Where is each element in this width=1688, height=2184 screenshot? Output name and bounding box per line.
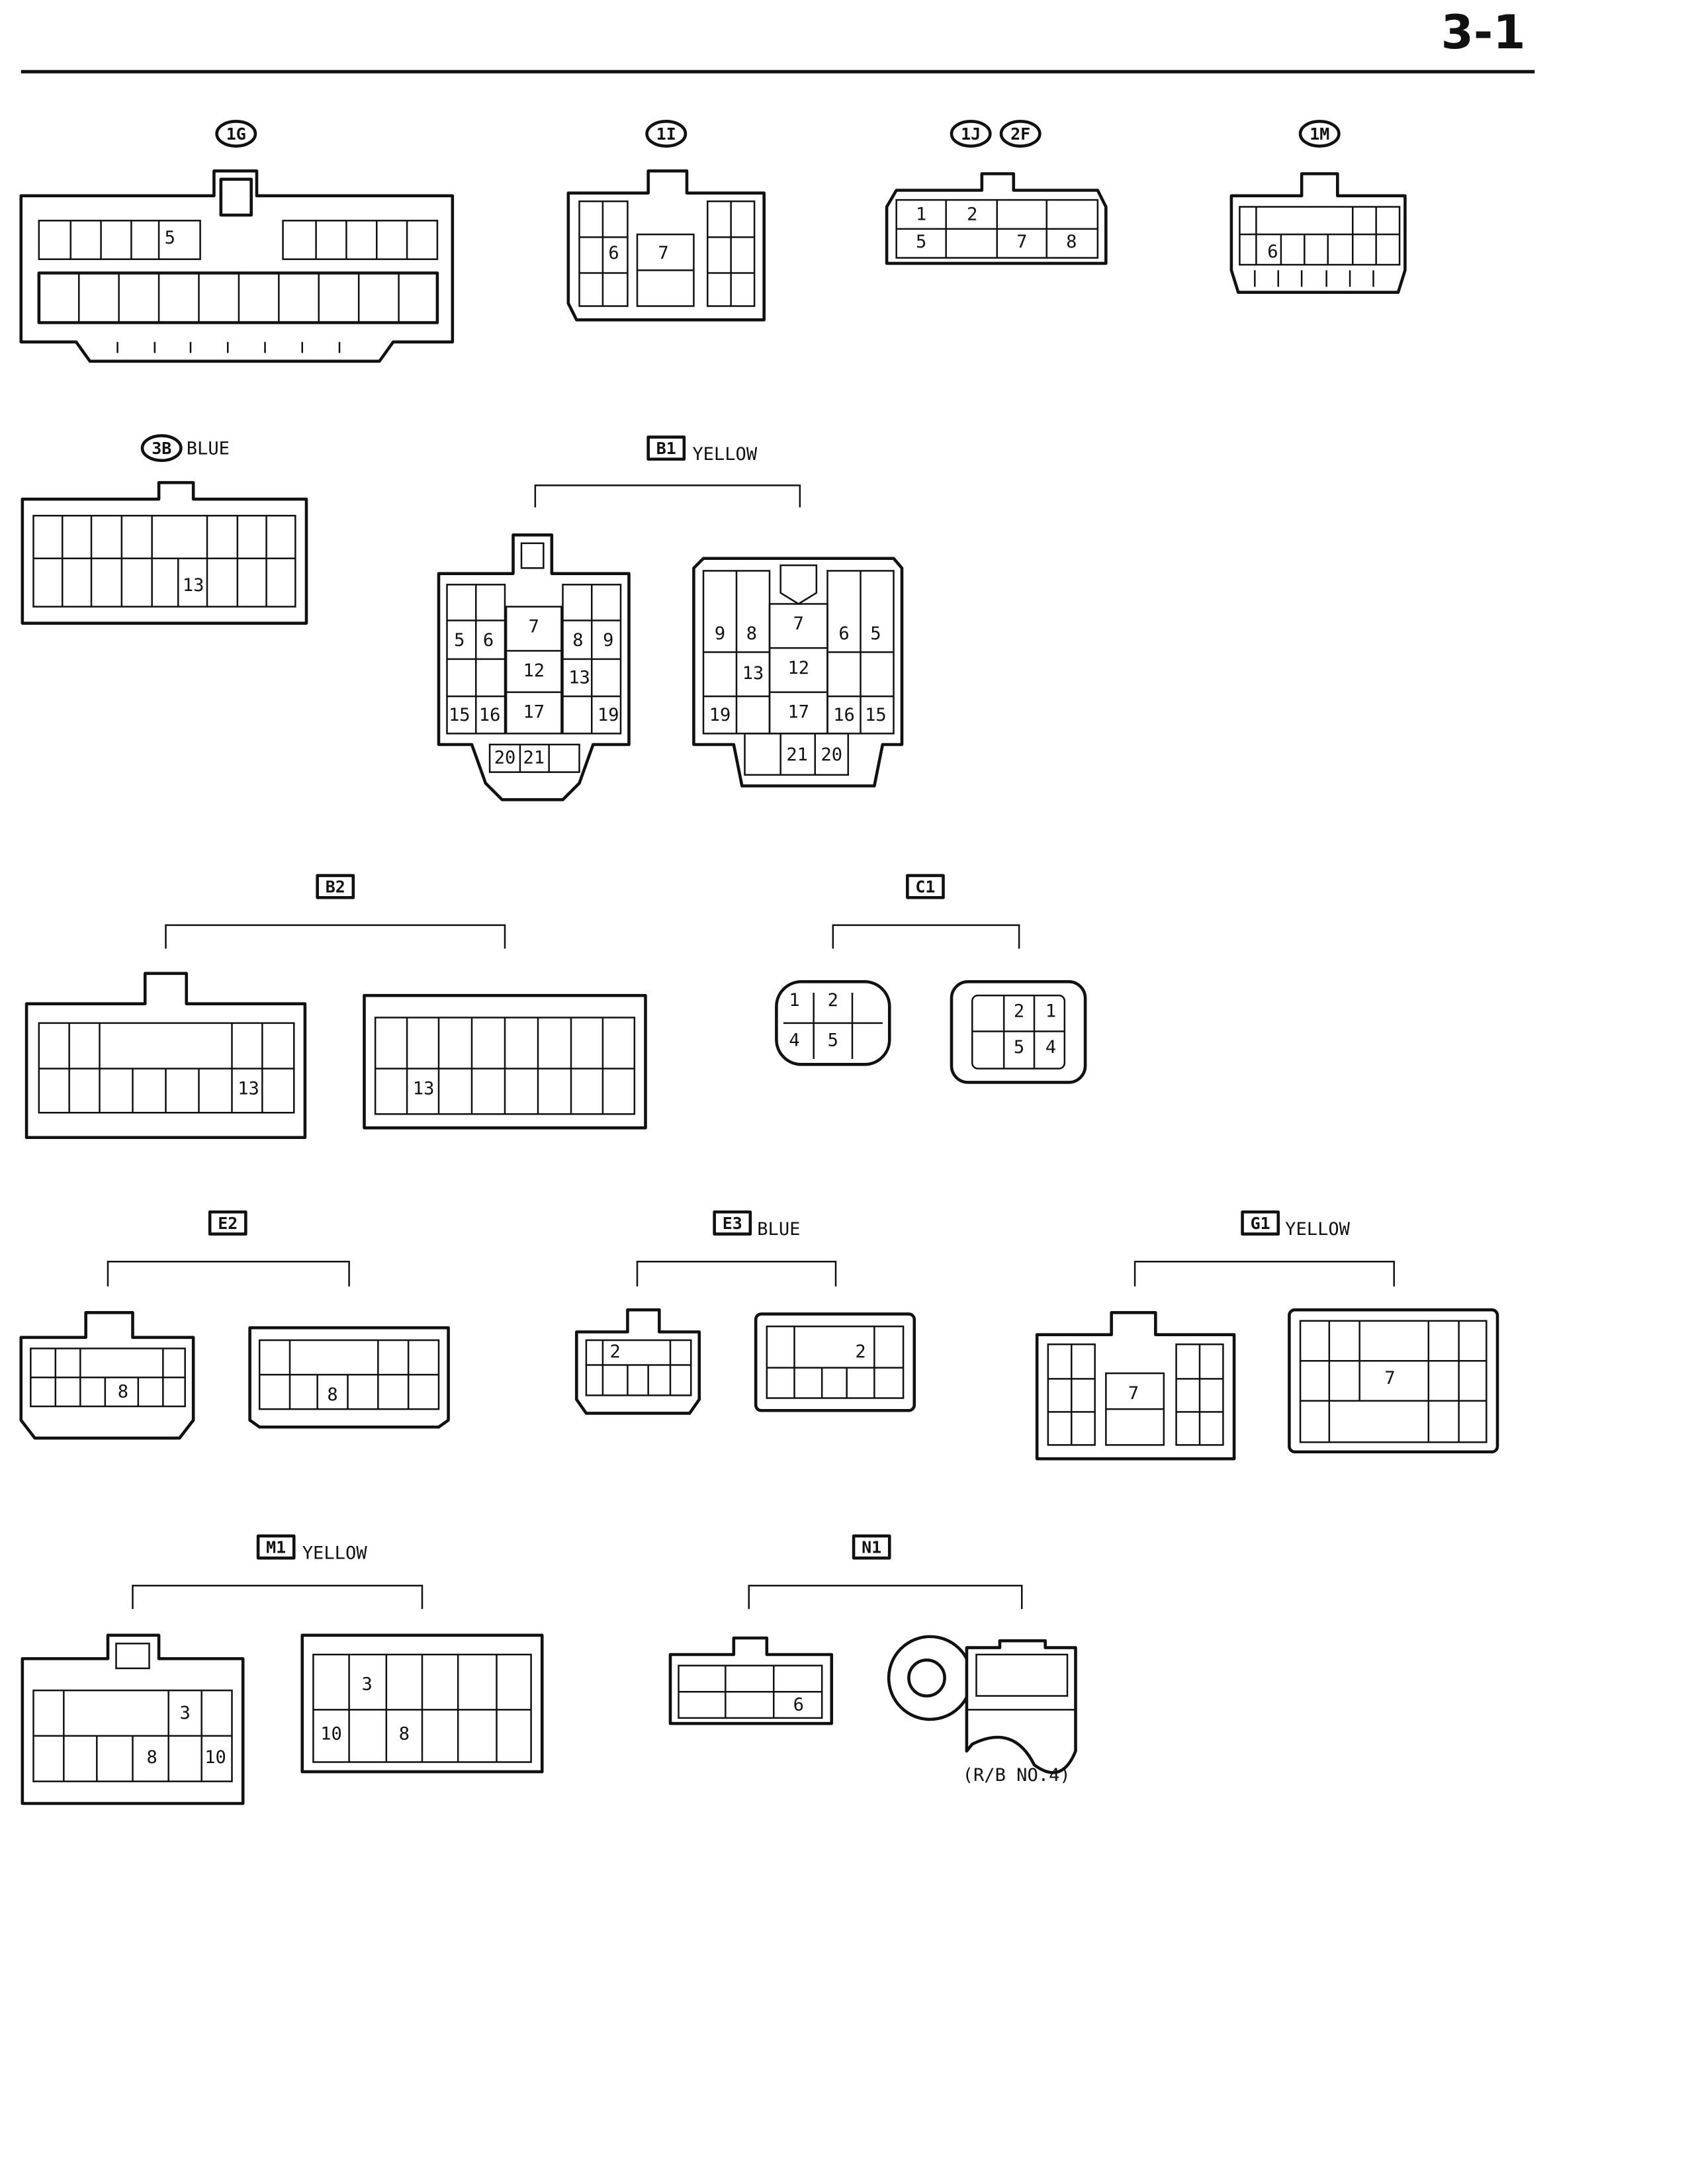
connector-code: C1 (915, 878, 935, 897)
pin-label: 1 (789, 990, 799, 1011)
page-number: 3-1 (1441, 5, 1526, 60)
connector-G1: G1 YELLOW 7 7 (1035, 1210, 1499, 1461)
pin-label: 9 (715, 623, 725, 644)
pin-label: 7 (529, 616, 539, 637)
pin-label: 13 (238, 1078, 259, 1099)
pin-label: 13 (183, 575, 204, 596)
pin-label: 4 (1045, 1037, 1056, 1058)
pin-label: 8 (327, 1385, 337, 1405)
connector-1G: 1G 5 (19, 120, 455, 363)
connector-code: E2 (218, 1214, 238, 1233)
pin-label: 2 (1014, 1001, 1024, 1022)
connector-code: 1I (656, 124, 676, 144)
connector-E2: E2 8 8 (19, 1210, 450, 1440)
pin-label: 17 (523, 702, 545, 723)
pin-label: 8 (572, 630, 583, 651)
pin-label: 16 (833, 705, 855, 725)
pin-label: 17 (787, 702, 809, 723)
connector-N1: N1 6 (R/B NO.4) (668, 1534, 1077, 1786)
connector-1M: 1M 6 (1229, 120, 1407, 294)
wire-color-label: YELLOW (1285, 1219, 1351, 1240)
connector-E3: E3 BLUE 2 2 (575, 1210, 916, 1415)
connector-code: B2 (326, 878, 345, 897)
pin-label: 13 (742, 663, 764, 684)
pin-label: 7 (658, 243, 668, 263)
pin-label: 7 (1016, 232, 1027, 252)
connector-1J-2F: 1J 2F 1 2 5 7 8 (885, 120, 1108, 265)
pin-label: 7 (1384, 1368, 1395, 1388)
connector-code: 1J (961, 124, 981, 144)
pin-label: 6 (483, 630, 494, 651)
connector-code: G1 (1251, 1214, 1270, 1233)
pin-label: 4 (789, 1030, 799, 1050)
connector-B2: B2 13 13 (24, 874, 647, 1140)
connector-code: 1M (1310, 124, 1329, 144)
pin-label: 19 (709, 705, 731, 725)
pin-label: 2 (610, 1342, 621, 1362)
pin-label: 9 (603, 630, 613, 651)
connector-code: E3 (723, 1214, 742, 1233)
pin-label: 6 (838, 623, 849, 644)
pin-label: 21 (523, 747, 545, 768)
pin-label: 2 (855, 1342, 866, 1362)
connector-3B: 3B BLUE 13 (21, 434, 308, 625)
pin-label: 8 (1066, 232, 1077, 252)
wire-color-label: YELLOW (692, 444, 758, 465)
pin-label: 6 (1267, 242, 1278, 262)
pin-label: 5 (1014, 1037, 1024, 1058)
pin-label: 6 (608, 243, 619, 263)
pin-label: 10 (320, 1723, 342, 1744)
pin-label: 1 (916, 205, 926, 225)
connector-code: 3B (152, 439, 171, 458)
connector-code: B1 (656, 439, 676, 458)
pin-label: 21 (786, 745, 808, 765)
pin-label: 19 (598, 705, 619, 725)
pin-label: 13 (568, 668, 590, 688)
connector-M1: M1 YELLOW 3 8 10 3 10 8 (21, 1534, 544, 1805)
connector-code: M1 (266, 1538, 286, 1557)
connector-1I: 1I 6 7 (566, 120, 766, 322)
pin-label: 7 (1128, 1383, 1139, 1404)
connector-code: 2F (1010, 124, 1030, 144)
pin-label: 3 (362, 1674, 373, 1694)
pin-label: 8 (399, 1723, 410, 1744)
pin-label: 13 (413, 1078, 435, 1099)
pin-label: 12 (523, 660, 545, 681)
pin-label: 7 (793, 614, 804, 634)
pin-label: 20 (821, 745, 842, 765)
wire-color-label: BLUE (187, 439, 230, 459)
connector-code: 1G (226, 124, 246, 144)
pin-label: 2 (828, 990, 838, 1011)
pin-label: 12 (787, 658, 809, 678)
pin-label: 6 (793, 1695, 804, 1715)
pin-label: 1 (1045, 1001, 1056, 1022)
pin-label: 5 (916, 232, 926, 252)
pin-label: 3 (180, 1703, 191, 1723)
pin-label: 10 (204, 1747, 226, 1768)
pin-label: 5 (454, 630, 465, 651)
connector-B1: B1 YELLOW 5 6 7 8 9 12 13 15 16 17 19 20… (437, 435, 904, 801)
relay-block-caption: (R/B NO.4) (963, 1765, 1071, 1786)
pin-label: 16 (479, 705, 501, 725)
pin-label: 5 (870, 623, 881, 644)
pin-label: 20 (494, 747, 516, 768)
pin-label: 8 (118, 1382, 128, 1402)
connector-code: N1 (862, 1538, 881, 1557)
pin-label: 15 (449, 705, 470, 725)
pin-label: 5 (165, 228, 175, 248)
pin-label: 2 (967, 205, 977, 225)
pin-label: 5 (828, 1030, 838, 1050)
wire-color-label: BLUE (757, 1219, 800, 1240)
connector-C1: C1 1 2 4 5 2 1 5 4 (775, 874, 1087, 1084)
pin-label: 8 (746, 623, 757, 644)
wire-color-label: YELLOW (302, 1543, 368, 1563)
pin-label: 8 (147, 1747, 157, 1768)
pin-label: 15 (865, 705, 887, 725)
